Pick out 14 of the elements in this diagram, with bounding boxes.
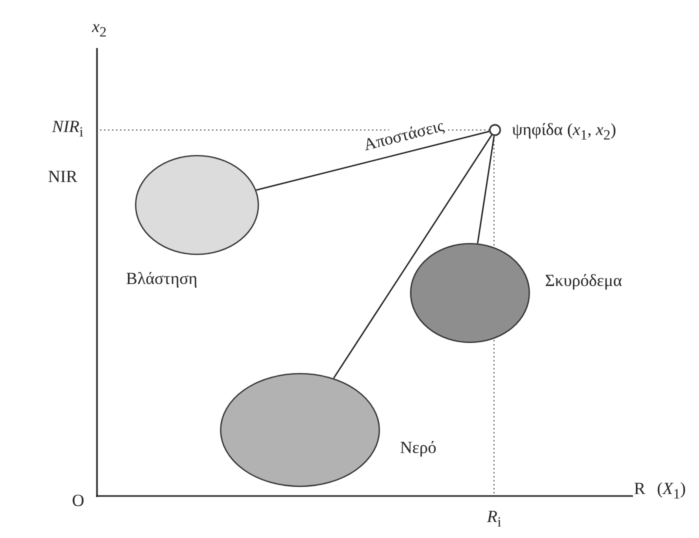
axis-label: (X$_{1}$) — [657, 480, 686, 503]
node-caption: ψηφίδα (x$_{1}$, x$_{2}$) — [512, 121, 616, 144]
node-caption: Σκυρόδεμα — [545, 272, 622, 291]
distance-line — [476, 136, 495, 244]
node-caption: Βλάστηση — [126, 270, 198, 289]
node-caption: Νερό — [400, 439, 436, 458]
axis-label: R — [634, 480, 646, 499]
tick-label: NIR$_{i}$ — [52, 118, 84, 141]
tick-label: R$_{i}$ — [487, 508, 502, 531]
axis-label: NIR — [48, 168, 78, 187]
distance-line — [256, 130, 490, 191]
origin-label: O — [72, 492, 84, 511]
distance-line — [333, 134, 492, 379]
axis-label: x$_{2}$ — [92, 18, 107, 41]
